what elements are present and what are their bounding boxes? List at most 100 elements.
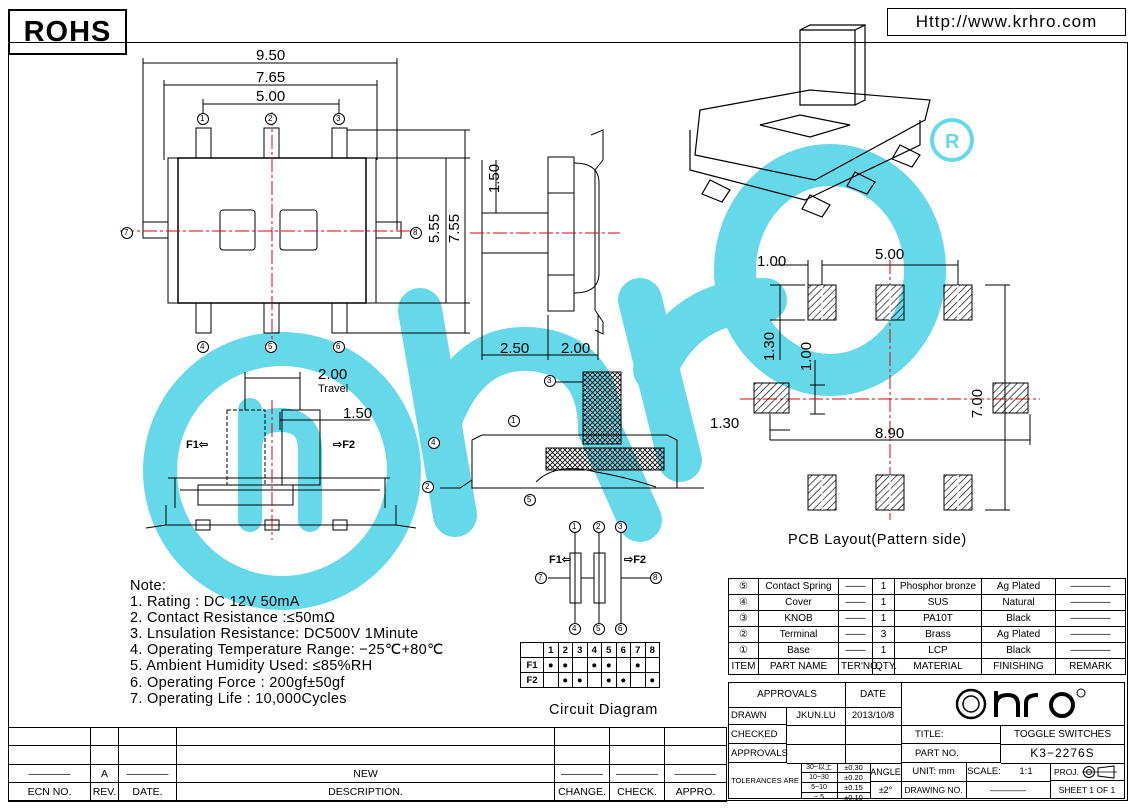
pin-4-label: 4 (200, 342, 205, 351)
pin-3-label: 3 (336, 114, 341, 123)
watermark-o (714, 144, 946, 396)
unit-label: UNIT: mm (901, 763, 967, 782)
tolerances-label: TOLERANCES ARE (729, 763, 802, 799)
projection-symbol-icon (1082, 765, 1117, 779)
pcb-dim-700: 7.00 (969, 388, 987, 419)
part-callout-3: 3 (547, 376, 552, 385)
f2-label: ⇨F2 (333, 439, 356, 451)
revision-table: ————A ————NEW ———————— ———— ECN NO.REV. … (8, 727, 727, 802)
title-block: APPROVALS DATE DRAWN JKUN.LU 2013/10/8 C… (728, 682, 1125, 802)
circuit-pin-2: 2 (596, 522, 601, 531)
part-callout-2: 2 (425, 482, 430, 491)
scale-label: SCALE: (966, 763, 1002, 782)
part-callout-5: 5 (527, 495, 532, 504)
top-view (142, 58, 470, 334)
note-1: 1. Rating : DC 12V 50mA (130, 594, 300, 611)
pin-8-label: 8 (413, 228, 418, 237)
checked-label: CHECKED (729, 725, 787, 744)
pcb-layout (769, 260, 1031, 511)
f1-label: F1⇦ (186, 439, 209, 451)
section-view (440, 371, 704, 489)
pcb-dim-130v: 1.30 (761, 331, 779, 362)
dim-755: 7.55 (446, 213, 464, 244)
revision-header: ECN NO.REV. DATE.DESCRIPTION. CHANGE.CHE… (8, 782, 727, 802)
pin-7-label: 7 (124, 228, 129, 237)
pcb-dim-100: 1.00 (757, 253, 787, 270)
dim-950: 9.50 (256, 47, 286, 64)
pcb-dim-500: 5.00 (875, 246, 905, 263)
top-view-centerlines (120, 112, 420, 345)
dim-travel: 2.00 (318, 366, 348, 383)
tolerance-values: ±0.30 ±0.20 ±0.15 ±0.10 (837, 763, 871, 802)
circuit-diagram (548, 533, 650, 623)
drawn-by: JKUN.LU (787, 707, 846, 726)
rohs-label: ROHS (8, 9, 127, 55)
part-no-value: K3−2276S (1001, 744, 1124, 764)
svg-text:R: R (945, 131, 960, 153)
drawing-no-value: ———— (966, 781, 1051, 799)
travel-label: Travel (318, 383, 349, 395)
dim-side-150: 1.50 (486, 163, 504, 194)
circuit-pin-8: 8 (653, 573, 658, 582)
watermark-registered (930, 118, 974, 162)
dim-side-250: 2.50 (500, 340, 530, 357)
date-header: DATE (845, 683, 902, 708)
drawn-date: 2013/10/8 (845, 707, 902, 726)
circuit-f1: F1⇦ (549, 554, 572, 566)
title-value: TOGGLE SWITCHES (1001, 725, 1124, 745)
tolerance-ranges: 30~以上 10~30 5~10 ~ 5 (801, 763, 838, 801)
circuit-pin-4: 4 (572, 624, 577, 633)
note-3: 3. Lnsulation Resistance: DC500V 1Minute (130, 626, 419, 643)
part-callout-4: 4 (431, 438, 436, 447)
hro-logo (901, 683, 1124, 726)
dim-knob-150: 1.50 (343, 405, 373, 422)
notes: Note: 1. Rating : DC 12V 50mA 2. Contact… (130, 578, 444, 707)
pin-5-label: 5 (268, 342, 273, 351)
pin-1-label: 1 (200, 114, 205, 123)
circuit-pin-7: 7 (538, 573, 543, 582)
pcb-caption: PCB Layout(Pattern side) (788, 532, 967, 548)
dim-765: 7.65 (256, 69, 286, 86)
angle-label: ANGLE (870, 763, 902, 782)
circuit-f2: ⇨F2 (624, 554, 647, 566)
drawing-no-label: DRAWING NO. (901, 781, 967, 799)
part-callout-1: 1 (511, 416, 516, 425)
circuit-pin-5: 5 (596, 624, 601, 633)
isometric-view (689, 24, 931, 218)
proj-label: PROJ. (1050, 763, 1124, 781)
note-2: 2. Contact Resistance :≤50mΩ (130, 610, 336, 627)
notes-title: Note: (130, 578, 167, 594)
circuit-pin-1: 1 (572, 522, 577, 531)
dim-side-200: 2.00 (561, 340, 591, 357)
pcb-pads (753, 284, 1029, 511)
title-label: TITLE: (901, 725, 1001, 744)
note-4: 4. Operating Temperature Range: −25℃+80℃ (130, 642, 444, 659)
website-url: Http://www.krhro.com (887, 8, 1126, 36)
note-7: 7. Operating Life : 10,000Cycles (130, 690, 347, 707)
pin-2-label: 2 (268, 114, 273, 123)
pcb-dim-130h: 1.30 (710, 415, 740, 432)
watermark-ring (143, 332, 421, 610)
revision-row-a: ————A ————NEW ———————— ———— (8, 764, 727, 783)
circuit-caption: Circuit Diagram (549, 702, 658, 718)
note-6: 6. Operating Force : 200gf±50gf (130, 674, 345, 691)
hro-logo-icon (955, 688, 1086, 720)
drawn-label: DRAWN (729, 707, 787, 725)
part-no-label: PART NO. (901, 744, 1001, 763)
pcb-dim-890: 8.90 (875, 425, 905, 442)
approvals-header: APPROVALS (729, 683, 846, 708)
angle-value: ±2° (870, 781, 902, 799)
circuit-pin-6: 6 (618, 624, 623, 633)
dim-555: 5.55 (426, 213, 444, 244)
circuit-pin-3: 3 (618, 522, 623, 531)
scale-value: 1:1 (1002, 763, 1051, 782)
dim-500: 5.00 (256, 88, 286, 105)
